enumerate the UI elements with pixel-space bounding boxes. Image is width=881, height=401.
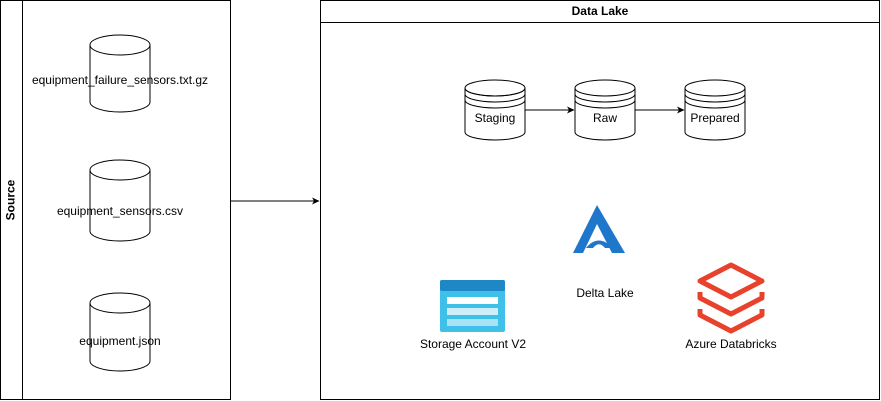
- layer-raw: Raw: [574, 79, 636, 141]
- source-pool-title: Source: [4, 179, 18, 220]
- dataset-label: equipment_sensors.csv: [57, 204, 183, 218]
- databricks-icon: [697, 262, 765, 334]
- delta-lake-label: Delta Lake: [576, 286, 634, 300]
- delta-lake-icon: [573, 205, 625, 253]
- layer-label: Raw: [593, 111, 617, 125]
- storage-account-label: Storage Account V2: [420, 337, 526, 351]
- layer-prepared: Prepared: [684, 79, 746, 141]
- dataset-equipment-failure-sensors: equipment_failure_sensors.txt.gz: [32, 34, 208, 113]
- dataset-label: equipment.json: [79, 334, 160, 348]
- dataset-equipment-sensors: equipment_sensors.csv: [57, 159, 183, 242]
- databricks-label: Azure Databricks: [685, 337, 776, 351]
- layer-staging: Staging: [464, 79, 526, 141]
- data-lake-title: Data Lake: [572, 4, 629, 18]
- layer-label: Staging: [475, 111, 516, 125]
- dataset-equipment: equipment.json: [79, 292, 161, 372]
- storage-account-icon: [440, 280, 505, 332]
- data-lake-container: Data Lake: [320, 0, 880, 400]
- layer-label: Prepared: [690, 111, 739, 125]
- dataset-label: equipment_failure_sensors.txt.gz: [32, 73, 208, 87]
